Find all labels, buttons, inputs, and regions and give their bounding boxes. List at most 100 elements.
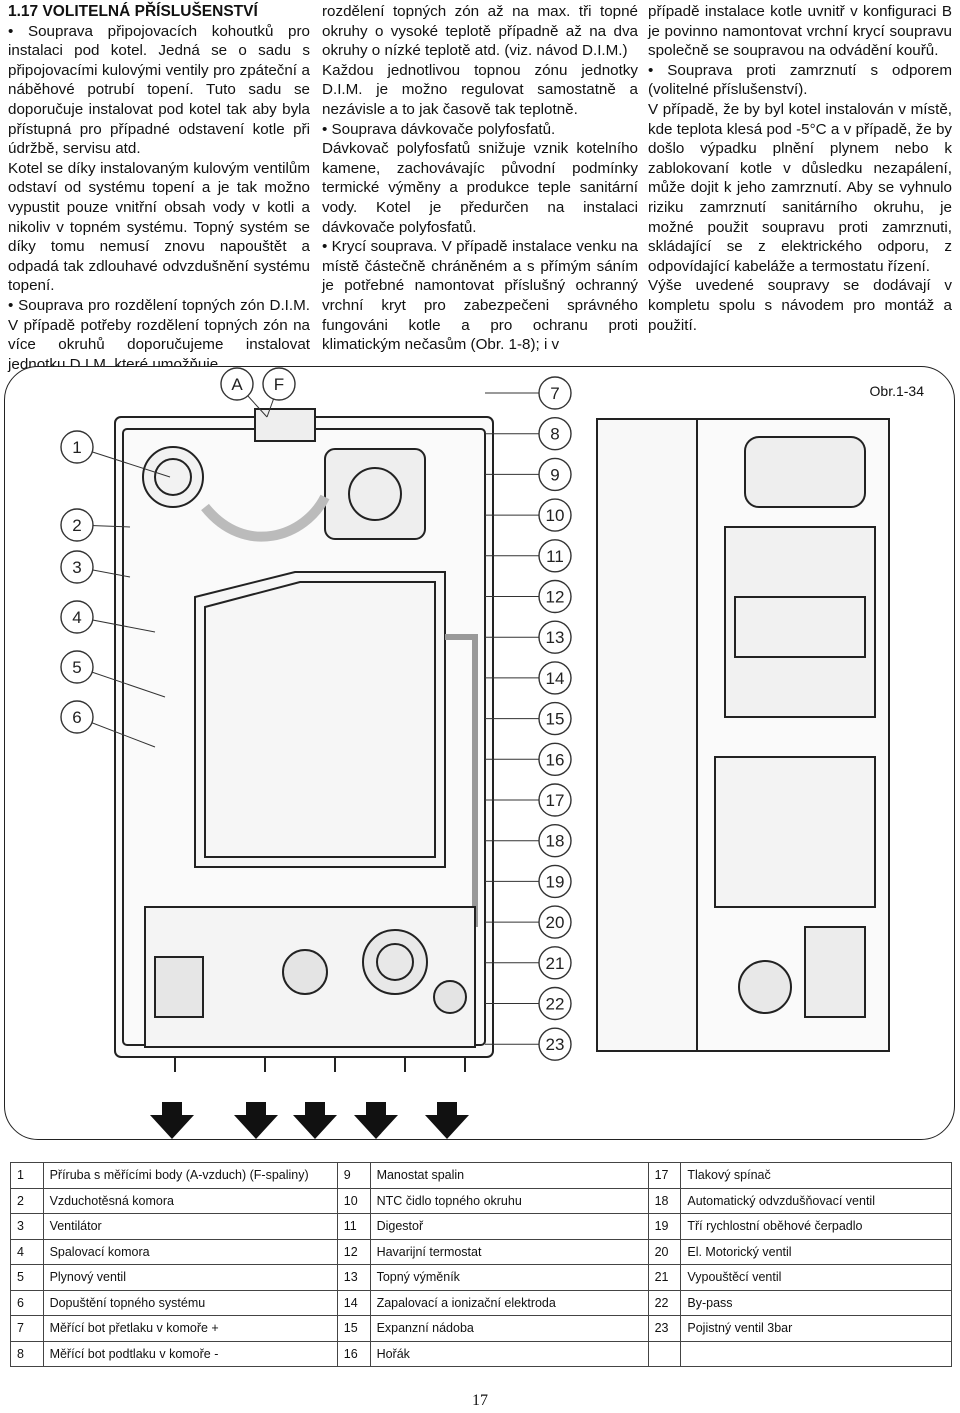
paragraph: Výše uvedené soupravy se dodávají v komp…: [648, 277, 952, 334]
paragraph: Dávkovač polyfosfatů snižuje vznik kotel…: [322, 140, 638, 236]
paragraph: Každou jednotlivou topnou zónu jednotky …: [322, 61, 638, 118]
callout-number-circle: [538, 498, 572, 532]
callout-number-circle: [538, 376, 572, 410]
part-name: Ventilátor: [42, 1213, 338, 1240]
part-number: [647, 1340, 682, 1367]
callout-number: 16: [546, 750, 565, 769]
callout-number-circle: [538, 620, 572, 654]
callout-number: 21: [546, 954, 565, 973]
callout-number: 4: [72, 608, 81, 627]
callout-number: 19: [546, 872, 565, 891]
callout-number-circle: [60, 430, 94, 464]
callout-number-circle: [538, 742, 572, 776]
callout-number: 18: [546, 832, 565, 851]
callout-number: 10: [546, 506, 565, 525]
part-name: Příruba s měřícími body (A-vzduch) (F-sp…: [42, 1162, 338, 1189]
part-number: 3: [10, 1213, 44, 1240]
callout-number-circle: [538, 457, 572, 492]
part-name: Digestoř: [369, 1213, 649, 1240]
part-number: 19: [647, 1213, 682, 1240]
part-number: 15: [336, 1315, 371, 1342]
paragraph: • Souprava dávkovače polyfosfatů.: [322, 120, 556, 138]
callout-number: 20: [546, 913, 565, 932]
callout-number-circle: [60, 600, 94, 634]
callout-number: 3: [72, 558, 81, 577]
paragraph: rozdělení topných zón až na max. tři top…: [322, 3, 638, 60]
part-number: 1: [10, 1162, 44, 1189]
callout-number-circle: [538, 579, 572, 614]
callout-number-circle: [538, 905, 572, 939]
callout-number-circle: [60, 650, 94, 684]
callout-letter-circle: [262, 367, 296, 401]
part-name: By-pass: [680, 1289, 952, 1316]
part-name: Měřící bot přetlaku v komoře +: [42, 1315, 338, 1342]
part-name: Vypouštěcí ventil: [680, 1264, 952, 1291]
callout-number-circle: [538, 661, 572, 695]
callout-number: 1: [72, 438, 81, 457]
part-number: 21: [647, 1264, 682, 1291]
part-number: 10: [336, 1187, 371, 1214]
part-number: 12: [336, 1238, 371, 1265]
part-name: Pojistný ventil 3bar: [680, 1315, 952, 1342]
part-name: Havarijní termostat: [369, 1238, 649, 1265]
part-number: 8: [10, 1340, 44, 1367]
callout-number: 17: [546, 791, 565, 810]
callout-number-circle: [538, 864, 572, 899]
callout-number: 9: [550, 465, 559, 484]
part-number: 2: [10, 1187, 44, 1214]
section-heading: 1.17 VOLITELNÁ PŘÍSLUŠENSTVÍ: [8, 3, 258, 20]
paragraph: • Krycí souprava. V případě instalace ve…: [322, 238, 638, 354]
boiler-figure: Obr.1-34: [4, 366, 955, 1140]
part-number: 13: [336, 1264, 371, 1291]
part-name: Zapalovací a ionizační elektroda: [369, 1289, 649, 1316]
callout-number: 23: [546, 1035, 565, 1054]
callout-number: 12: [546, 588, 565, 607]
callout-letter-circle: [220, 367, 254, 401]
callout-number: 2: [72, 516, 81, 535]
callout-number: 22: [546, 995, 565, 1014]
callout-number-circle: [538, 416, 572, 451]
paragraph: Kotel se díky instalovaným kulovým venti…: [8, 159, 310, 295]
part-number: 7: [10, 1315, 44, 1342]
paragraph: • Souprava pro rozdělení topných zón D.I…: [8, 296, 310, 373]
part-number: 6: [10, 1289, 44, 1316]
figure-label: Obr.1-34: [869, 383, 924, 399]
part-number: 23: [647, 1315, 682, 1342]
part-name: El. Motorický ventil: [680, 1238, 952, 1265]
part-name: Tří rychlostní oběhové čerpadlo: [680, 1213, 952, 1240]
part-number: 17: [647, 1162, 682, 1189]
connection-arrows: [150, 1102, 469, 1139]
callout-number-circle: [538, 986, 572, 1021]
boiler-front-view: [114, 408, 494, 1072]
part-name: [680, 1340, 952, 1367]
paragraph: případě instalace kotle uvnitř v konfigu…: [648, 3, 952, 60]
callout-number: 11: [546, 547, 564, 566]
part-number: 14: [336, 1289, 371, 1316]
callout-number-circle: [60, 550, 94, 584]
callout-number-circle: [60, 508, 94, 542]
callout-number: 7: [550, 384, 559, 403]
callout-number: 8: [550, 425, 559, 444]
boiler-side-view: [596, 418, 890, 1052]
text-column-middle: rozdělení topných zón až na max. tři top…: [322, 2, 638, 355]
callout-number-circle: [538, 783, 572, 817]
part-name: Expanzní nádoba: [369, 1315, 649, 1342]
part-name: Plynový ventil: [42, 1264, 338, 1291]
paragraph: • Souprava připojovacích kohoutků pro in…: [8, 22, 310, 158]
part-number: 20: [647, 1238, 682, 1265]
part-number: 4: [10, 1238, 44, 1265]
part-name: Manostat spalin: [369, 1162, 649, 1189]
part-name: Spalovací komora: [42, 1238, 338, 1265]
callout-number: 15: [546, 710, 565, 729]
part-name: Topný výměník: [369, 1264, 649, 1291]
callout-letter: F: [274, 375, 284, 394]
part-name: Měřící bot podtlaku v komoře -: [42, 1340, 338, 1367]
